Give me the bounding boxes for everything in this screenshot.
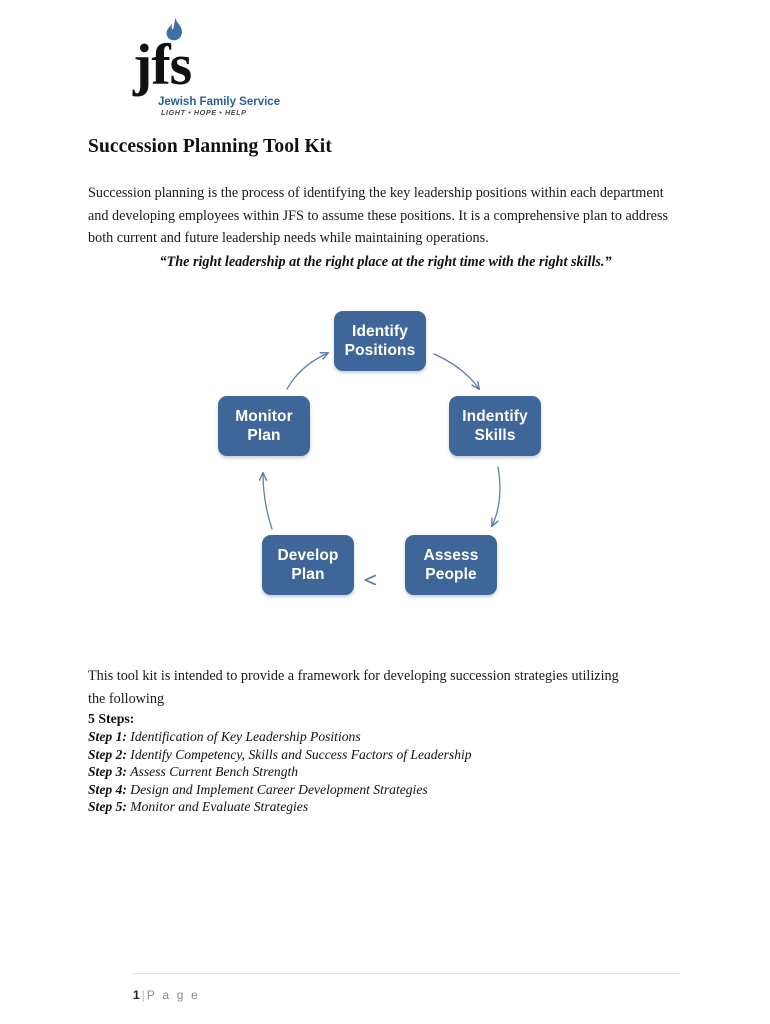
page-title: Succession Planning Tool Kit — [88, 136, 332, 158]
framework-paragraph: This tool kit is intended to provide a f… — [88, 668, 619, 707]
cycle-node-identify-positions[interactable]: Identify Positions — [334, 311, 426, 371]
step-text: Identify Competency, Skills and Success … — [130, 746, 472, 762]
cycle-node-indentify-skills[interactable]: Indentify Skills — [449, 396, 541, 456]
step-label: Step 5: — [88, 799, 127, 815]
cycle-node-label: Identify Positions — [344, 323, 416, 359]
pull-quote: “The right leadership at the right place… — [159, 254, 612, 271]
arrow-monitor-to-identify — [286, 353, 328, 390]
page-number-separator: | — [141, 988, 145, 1002]
flame-icon — [166, 18, 182, 41]
step-text: Identification of Key Leadership Positio… — [130, 729, 361, 744]
step-label: Step 2: — [88, 746, 127, 762]
step-item-2: Step 2: Identify Competency, Skills and … — [88, 746, 648, 764]
page-number-value: 1 — [133, 988, 140, 1002]
step-item-5: Step 5: Monitor and Evaluate Strategies — [88, 798, 648, 816]
succession-cycle-diagram: Identify Positions Indentify Skills Asse… — [0, 285, 770, 625]
step-item-4: Step 4: Design and Implement Career Deve… — [88, 781, 648, 799]
five-steps-list: 5 Steps: Step 1: Identification of Key L… — [88, 710, 648, 816]
page-word: P a g e — [146, 988, 201, 1002]
step-label: Step 3: — [88, 764, 127, 780]
footer-page-number: 1|P a g e — [133, 987, 200, 1003]
logo-wordmark: jfs — [133, 32, 192, 97]
cycle-node-monitor-plan[interactable]: Monitor Plan — [218, 396, 310, 456]
steps-heading: 5 Steps: — [88, 711, 135, 726]
step-item-3: Step 3: Assess Current Bench Strength — [88, 763, 648, 781]
arrow-identify-to-skills — [433, 353, 479, 389]
step-text: Assess Current Bench Strength — [130, 764, 299, 780]
cycle-node-label: Indentify Skills — [462, 408, 528, 444]
cycle-node-develop-plan[interactable]: Develop Plan — [262, 535, 354, 595]
intro-paragraph: Succession planning is the process of id… — [88, 185, 669, 247]
step-item-1: Step 1: Identification of Key Leadership… — [88, 728, 648, 746]
step-text: Design and Implement Career Development … — [130, 781, 428, 797]
cycle-node-label: Assess People — [423, 547, 479, 583]
step-text: Monitor and Evaluate Strategies — [130, 799, 309, 815]
cycle-node-label: Monitor Plan — [235, 408, 293, 444]
step-label: Step 1: — [88, 729, 127, 744]
logo-tagline: LIGHT • HOPE • HELP — [161, 108, 247, 117]
step-label: Step 4: — [88, 781, 127, 797]
cycle-node-assess-people[interactable]: Assess People — [405, 535, 497, 595]
jfs-logo: jfs Jewish Family Service LIGHT • HOPE •… — [133, 18, 280, 117]
arrow-skills-to-assess — [492, 466, 501, 526]
footer-divider — [133, 973, 680, 974]
arrow-develop-to-monitor — [263, 473, 273, 530]
cycle-node-label: Develop Plan — [277, 547, 339, 583]
logo-org-name: Jewish Family Service — [158, 96, 281, 108]
